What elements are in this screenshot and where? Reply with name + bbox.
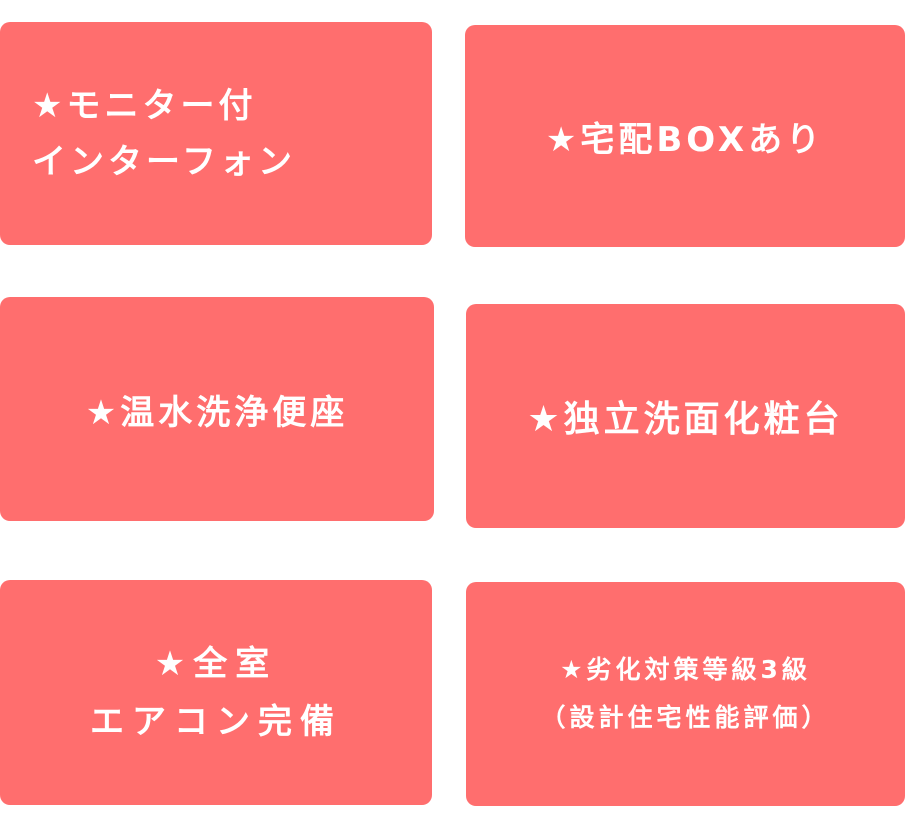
feature-label: エアコン完備 [90,701,342,742]
feature-label: ★劣化対策等級3級 [560,655,811,684]
feature-card-deterioration-grade: ★劣化対策等級3級 （設計住宅性能評価） [466,582,905,806]
feature-card-vanity: ★独立洗面化粧台 [466,304,905,528]
feature-label: ★温水洗浄便座 [85,392,349,433]
feature-label: ★独立洗面化粧台 [527,399,844,440]
feature-label: ★宅配BOXあり [545,119,825,160]
feature-label: インターフォン [32,141,296,182]
feature-label: ★モニター付 [32,85,257,126]
feature-label: （設計住宅性能評価） [540,703,831,732]
feature-card-intercom: ★モニター付 インターフォン [0,22,432,245]
feature-card-washlet: ★温水洗浄便座 [0,297,434,521]
feature-card-air-conditioning: ★全室 エアコン完備 [0,580,432,805]
feature-card-delivery-box: ★宅配BOXあり [465,25,905,247]
feature-label: ★全室 [154,643,278,684]
